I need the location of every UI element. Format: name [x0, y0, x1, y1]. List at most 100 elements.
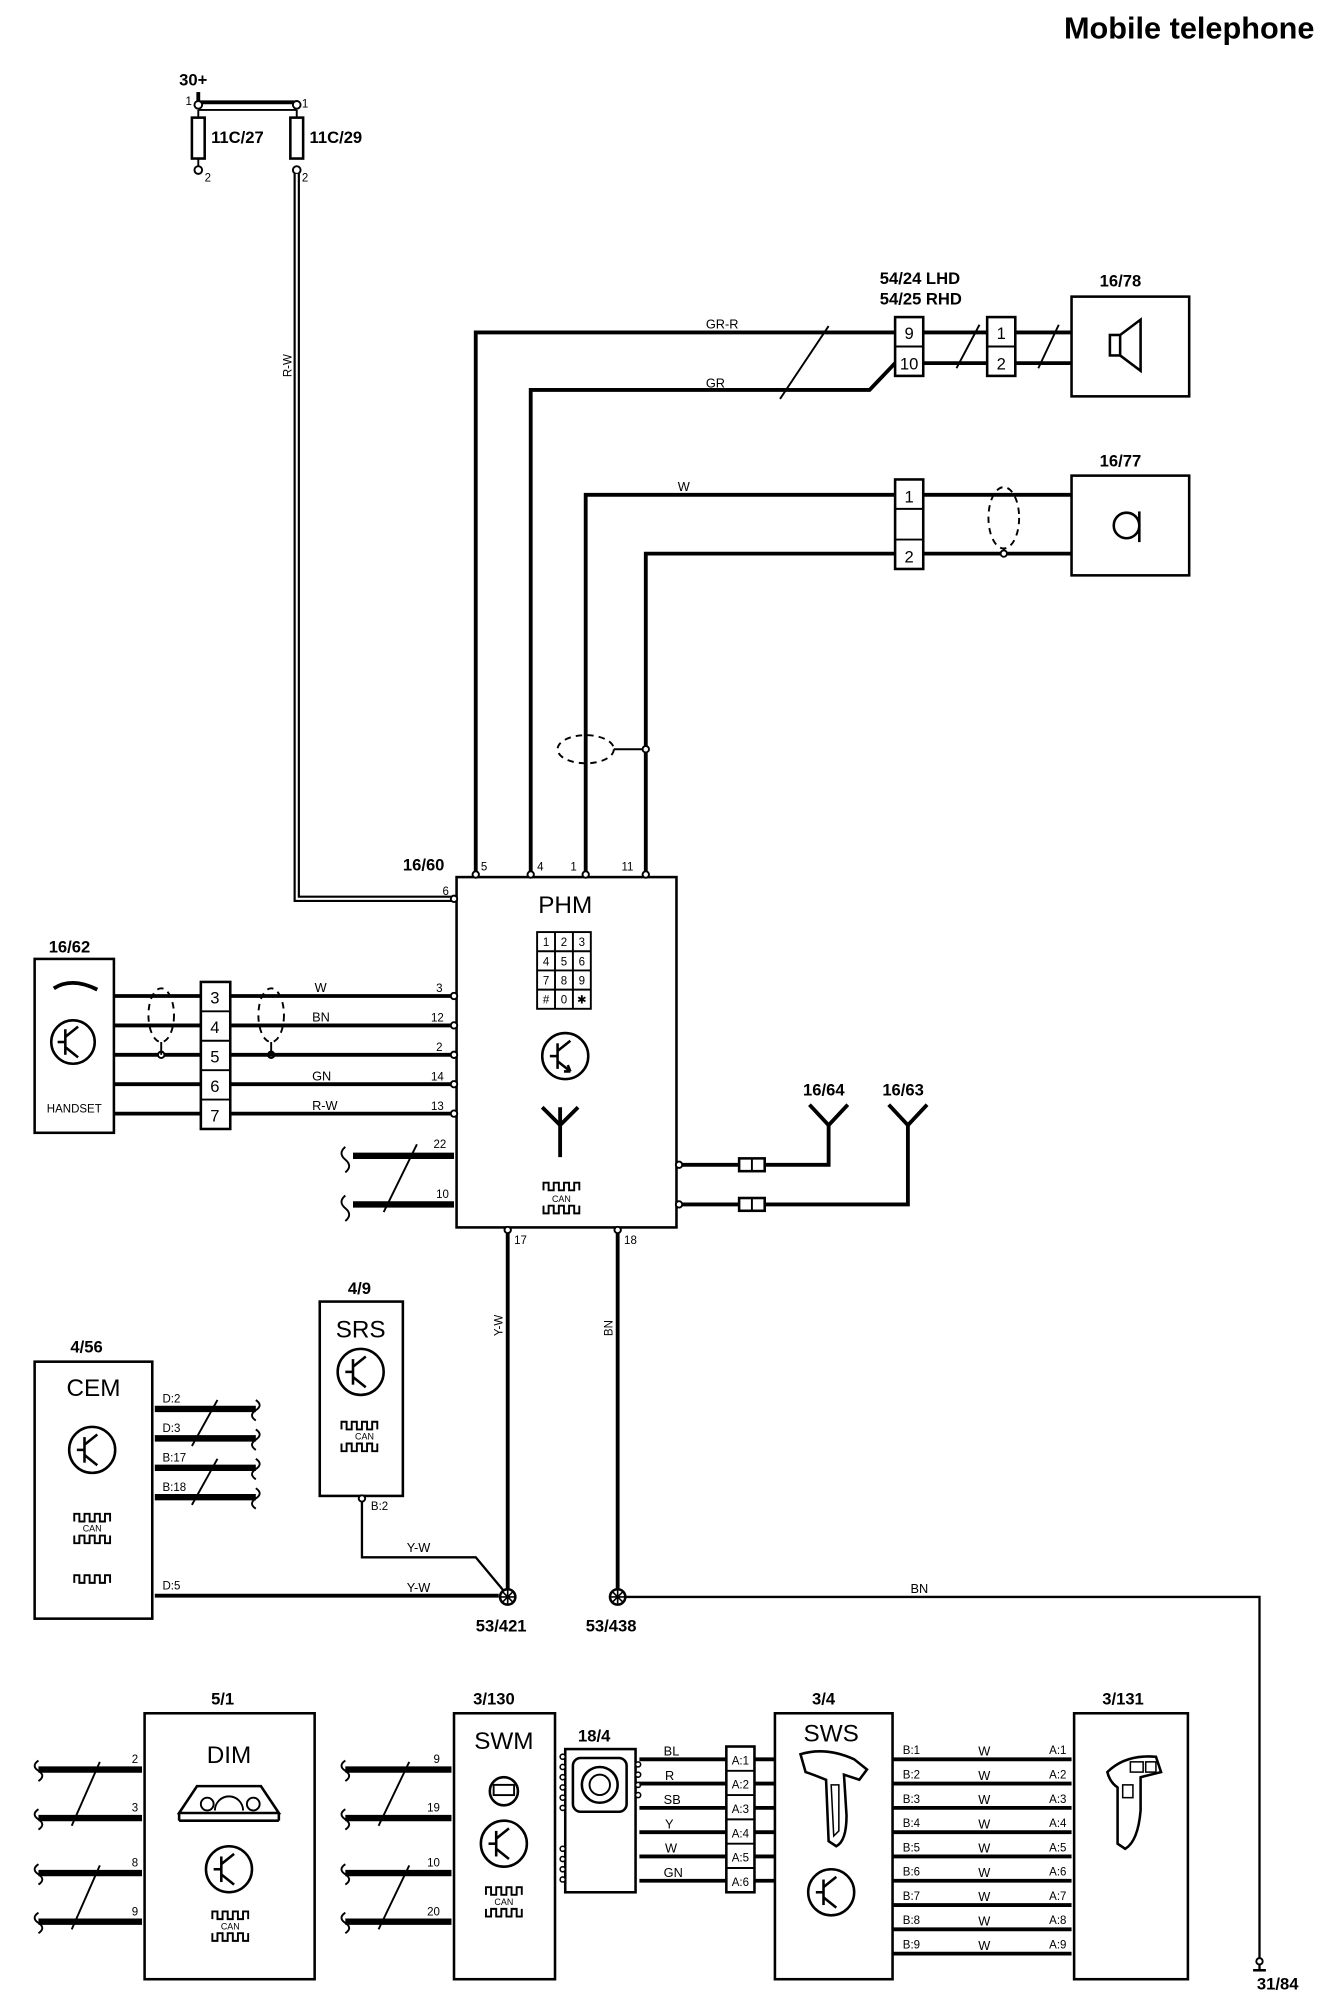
- ground-label: 53/421: [476, 1616, 527, 1635]
- antenna-code: 16/64: [803, 1081, 845, 1100]
- connector-54-label: 54/24 LHD: [880, 269, 960, 288]
- sws-pin: B:3: [903, 1794, 920, 1806]
- diagram-title: Mobile telephone: [1064, 10, 1315, 45]
- switch-pin: A:6: [1049, 1867, 1066, 1879]
- can-label: CAN: [552, 1194, 571, 1204]
- switch-pin: A:4: [1049, 1818, 1067, 1830]
- phm-antenna-icon: [540, 1105, 580, 1158]
- airbag-icon: [488, 1775, 520, 1807]
- fuse-pin: 2: [302, 173, 308, 185]
- cem-pin: D:2: [162, 1394, 180, 1406]
- phm-code: 16/60: [403, 856, 445, 875]
- can-label: CAN: [221, 1921, 240, 1931]
- wire-label: SB: [664, 1792, 681, 1807]
- wire-label: W: [978, 1865, 990, 1880]
- connector-pin: 1: [997, 324, 1006, 343]
- key: 7: [543, 975, 549, 987]
- sws-pin: B:7: [903, 1891, 920, 1903]
- key: 6: [579, 956, 585, 968]
- sws-code: 3/4: [812, 1689, 836, 1708]
- antenna-code: 16/63: [882, 1081, 924, 1100]
- power-supply: 30+ 1 1 2 2 11C/27 11C/29: [179, 71, 362, 185]
- supply-label: 30+: [179, 71, 207, 90]
- wire-label: W: [978, 1889, 990, 1904]
- phm-pin: 2: [436, 1042, 442, 1054]
- wire-label: BN: [312, 1010, 330, 1025]
- cem-label: CEM: [66, 1375, 120, 1402]
- connector-pin: A:3: [732, 1804, 749, 1816]
- dim-pin: 2: [132, 1754, 138, 1766]
- sws-pin: B:5: [903, 1842, 920, 1854]
- sws-pin: B:4: [903, 1818, 921, 1830]
- fuse-label: 11C/29: [310, 128, 363, 147]
- cem-can-icon: CAN: [73, 1512, 112, 1545]
- sws-label: SWS: [804, 1720, 859, 1747]
- wire-label: Y-W: [494, 1315, 506, 1336]
- phm-pin: 3: [436, 983, 442, 995]
- connector-handset: [199, 980, 232, 1131]
- cem-transistor-icon: [67, 1425, 117, 1475]
- wire-label: BL: [664, 1743, 680, 1758]
- microphone-icon: [1112, 511, 1141, 543]
- wire-label: W: [978, 1816, 990, 1831]
- switch-module: [1072, 1711, 1190, 1981]
- clockspring-module: [563, 1747, 637, 1894]
- phm-pin: 6: [442, 886, 448, 898]
- key: #: [543, 995, 550, 1007]
- microphone-code: 16/77: [1100, 452, 1142, 471]
- cem-pin: D:3: [162, 1423, 180, 1435]
- phm-pin: 11: [621, 862, 633, 874]
- swm-pin: 19: [427, 1803, 440, 1815]
- key: 1: [543, 937, 549, 949]
- dim-pin: 9: [132, 1906, 138, 1918]
- phm-pin: 12: [431, 1013, 444, 1025]
- sws-pin: B:1: [903, 1745, 920, 1757]
- cem-pin: B:18: [162, 1482, 186, 1494]
- fuse-pin: 1: [186, 96, 192, 108]
- switch-pin: A:7: [1049, 1891, 1066, 1903]
- srs-label: SRS: [336, 1316, 386, 1343]
- switch-pin: A:1: [1049, 1745, 1066, 1757]
- sws-transistor-icon: [806, 1867, 856, 1917]
- swm-pin: 9: [434, 1754, 440, 1766]
- handset-icon: [52, 980, 99, 992]
- srs-module: [318, 1300, 405, 1498]
- srs-pin: B:2: [371, 1501, 388, 1513]
- swm-pin: 20: [427, 1906, 440, 1918]
- handset-transistor-icon: [49, 1019, 97, 1066]
- swm-module: [452, 1711, 557, 1981]
- sws-pin: B:6: [903, 1867, 920, 1879]
- wire-label: GR: [706, 375, 725, 390]
- dim-pin: 3: [132, 1803, 138, 1815]
- wire-label: W: [665, 1841, 677, 1856]
- switch-pin: A:9: [1049, 1940, 1066, 1952]
- can-label: CAN: [355, 1432, 374, 1442]
- switch-pin: A:3: [1049, 1794, 1066, 1806]
- connector-pin: A:4: [732, 1828, 750, 1840]
- connector-microphone: [893, 478, 925, 571]
- phm-pin: 10: [436, 1189, 449, 1201]
- wire-label: GN: [312, 1068, 331, 1083]
- connector-pin: 7: [210, 1106, 219, 1125]
- antenna-icon: [887, 1103, 929, 1128]
- phm-pin: 13: [431, 1101, 444, 1113]
- speaker-icon: [1108, 317, 1142, 374]
- steering-switch-icon: [798, 1750, 869, 1848]
- switch-pin: A:2: [1049, 1769, 1066, 1781]
- wire-label: GN: [664, 1865, 683, 1880]
- wire-label: Y: [665, 1816, 674, 1831]
- swm-transistor-icon: [479, 1819, 529, 1868]
- connector-pin: 5: [210, 1047, 219, 1066]
- connector-pin: A:5: [732, 1853, 749, 1865]
- connector-pin: 4: [210, 1018, 219, 1037]
- steering-wheel-switch-icon: [1105, 1755, 1163, 1851]
- fuse-pin: 1: [302, 98, 308, 110]
- connector-pin: 2: [905, 548, 914, 567]
- clockspring-pins: [559, 1753, 642, 1883]
- connector-54-label: 54/25 RHD: [880, 289, 962, 308]
- phm-can-icon: CAN: [542, 1181, 581, 1215]
- wire-label: GR-R: [706, 317, 739, 332]
- connector-pin: A:2: [732, 1780, 749, 1792]
- key: 2: [561, 937, 567, 949]
